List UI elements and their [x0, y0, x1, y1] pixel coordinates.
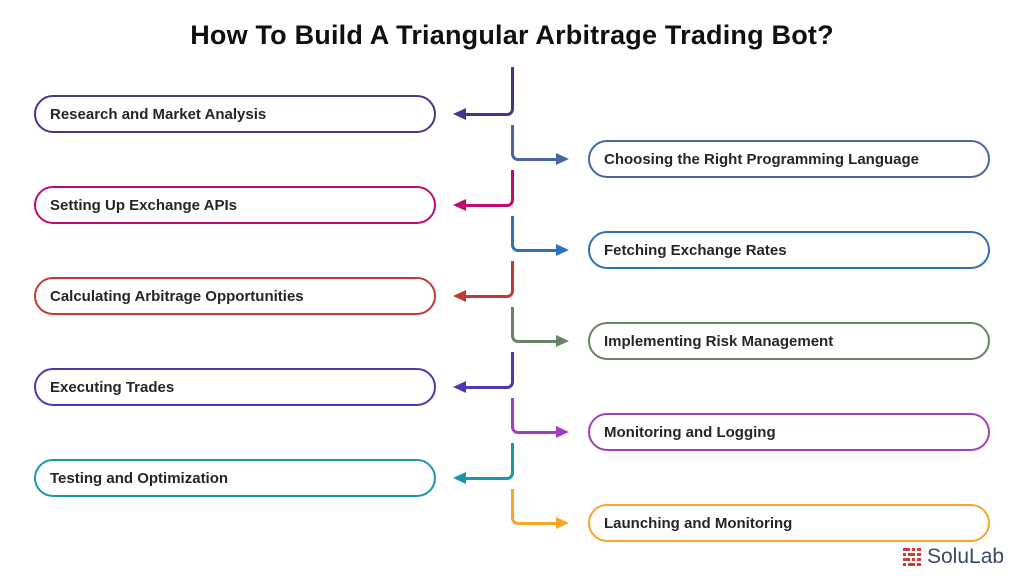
connector-line [511, 216, 557, 252]
connector-line [466, 261, 514, 298]
connector-line [511, 398, 557, 434]
connector-arrowhead [453, 199, 466, 211]
connector-arrowhead [556, 153, 569, 165]
step-box: Calculating Arbitrage Opportunities [34, 277, 436, 315]
step-box: Executing Trades [34, 368, 436, 406]
connector-line [466, 443, 514, 480]
connector-line [511, 125, 557, 161]
step-label: Monitoring and Logging [604, 423, 776, 441]
step-box: Launching and Monitoring [588, 504, 990, 542]
step-box: Setting Up Exchange APIs [34, 186, 436, 224]
step-box: Implementing Risk Management [588, 322, 990, 360]
connector-arrowhead [453, 290, 466, 302]
connector-line [466, 67, 514, 116]
step-label: Calculating Arbitrage Opportunities [50, 287, 304, 305]
step-box: Testing and Optimization [34, 459, 436, 497]
connector-arrowhead [453, 108, 466, 120]
connector-line [466, 170, 514, 207]
step-label: Launching and Monitoring [604, 514, 793, 532]
step-box: Research and Market Analysis [34, 95, 436, 133]
solulab-pixel-grid-icon [903, 547, 921, 566]
connector-arrowhead [556, 426, 569, 438]
connector-line [466, 352, 514, 389]
solulab-logo: SoluLab [903, 546, 1004, 567]
step-label: Setting Up Exchange APIs [50, 196, 237, 214]
connector-arrowhead [556, 335, 569, 347]
step-label: Testing and Optimization [50, 469, 229, 487]
step-box: Fetching Exchange Rates [588, 231, 990, 269]
step-label: Executing Trades [50, 378, 175, 396]
step-label: Fetching Exchange Rates [604, 241, 787, 259]
connector-arrowhead [556, 244, 569, 256]
step-box: Monitoring and Logging [588, 413, 990, 451]
connector-arrowhead [556, 517, 569, 529]
connector-line [511, 307, 557, 343]
step-label: Implementing Risk Management [604, 332, 834, 350]
step-box: Choosing the Right Programming Language [588, 140, 990, 178]
solulab-logo-text: SoluLab [927, 545, 1005, 568]
page-title: How To Build A Triangular Arbitrage Trad… [190, 20, 834, 50]
connector-arrowhead [453, 381, 466, 393]
connector-line [511, 489, 557, 525]
step-label: Choosing the Right Programming Language [604, 150, 919, 168]
connector-arrowhead [453, 472, 466, 484]
step-label: Research and Market Analysis [50, 105, 267, 123]
